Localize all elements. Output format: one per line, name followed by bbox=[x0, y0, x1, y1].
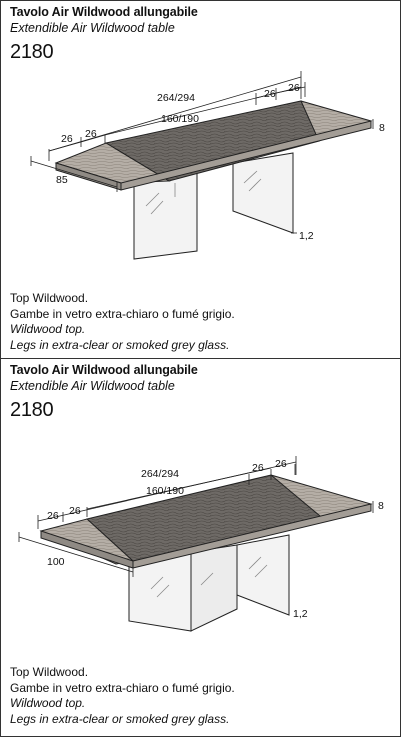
dim-inner: 160/190 bbox=[146, 485, 184, 497]
dim-depth: 100 bbox=[47, 556, 65, 568]
table-drawing: 264/294 160/190 26 26 26 26 8 85 1,2 bbox=[30, 71, 385, 260]
dim-ext-left-2: 26 bbox=[69, 505, 81, 517]
dim-height: 8 bbox=[378, 500, 384, 512]
desc-top-it: Top Wildwood. bbox=[10, 665, 89, 679]
desc-legs-en: Legs in extra-clear or smoked grey glass… bbox=[10, 337, 230, 352]
product-code: 2180 bbox=[10, 399, 54, 421]
product-sheet-bottom: Tavolo Air Wildwood allungabile Extendib… bbox=[0, 358, 401, 737]
dim-ext-left-2: 26 bbox=[85, 128, 97, 140]
desc-legs-it: Gambe in vetro extra-chiaro o fumé grigi… bbox=[10, 680, 235, 695]
product-subtitle: Extendible Air Wildwood table bbox=[10, 21, 175, 35]
table-edge-side bbox=[120, 120, 372, 191]
table-drawing: 264/294 160/190 26 26 26 26 8 100 1,2 bbox=[18, 456, 384, 632]
product-description: Top Wildwood. Gambe in vetro extra-chiar… bbox=[10, 665, 235, 727]
desc-top-en: Wildwood top. bbox=[10, 322, 86, 336]
dim-leg-thickness: 1,2 bbox=[299, 230, 314, 242]
dim-ext-left-1: 26 bbox=[61, 133, 73, 145]
glass-leg-right bbox=[236, 534, 290, 616]
dim-leg-thickness: 1,2 bbox=[293, 608, 308, 620]
desc-legs-it: Gambe in vetro extra-chiaro o fumé grigi… bbox=[10, 306, 235, 321]
dim-length: 264/294 bbox=[141, 468, 179, 480]
table-edge-side bbox=[132, 503, 372, 569]
dim-ext-right-1: 26 bbox=[252, 462, 264, 474]
dim-ext-left-1: 26 bbox=[47, 510, 59, 522]
product-title: Tavolo Air Wildwood allungabile bbox=[10, 5, 198, 19]
dim-height: 8 bbox=[379, 122, 385, 134]
dim-ext-right-1: 26 bbox=[264, 88, 276, 100]
dim-ext-right-2: 26 bbox=[288, 82, 300, 94]
dim-depth: 85 bbox=[56, 174, 68, 186]
product-code: 2180 bbox=[10, 41, 54, 63]
product-sheet-top: Tavolo Air Wildwood allungabile Extendib… bbox=[0, 0, 401, 359]
desc-legs-en: Legs in extra-clear or smoked grey glass… bbox=[10, 711, 230, 726]
product-title: Tavolo Air Wildwood allungabile bbox=[10, 363, 198, 377]
dim-ext-right-2: 26 bbox=[275, 458, 287, 470]
dim-inner: 160/190 bbox=[161, 113, 199, 125]
glass-leg-right bbox=[232, 152, 294, 234]
desc-top-en: Wildwood top. bbox=[10, 696, 86, 710]
dim-length: 264/294 bbox=[157, 92, 195, 104]
product-subtitle: Extendible Air Wildwood table bbox=[10, 379, 175, 393]
glass-leg-center bbox=[190, 544, 238, 632]
desc-top-it: Top Wildwood. bbox=[10, 291, 89, 305]
product-description: Top Wildwood. Gambe in vetro extra-chiar… bbox=[10, 291, 235, 353]
